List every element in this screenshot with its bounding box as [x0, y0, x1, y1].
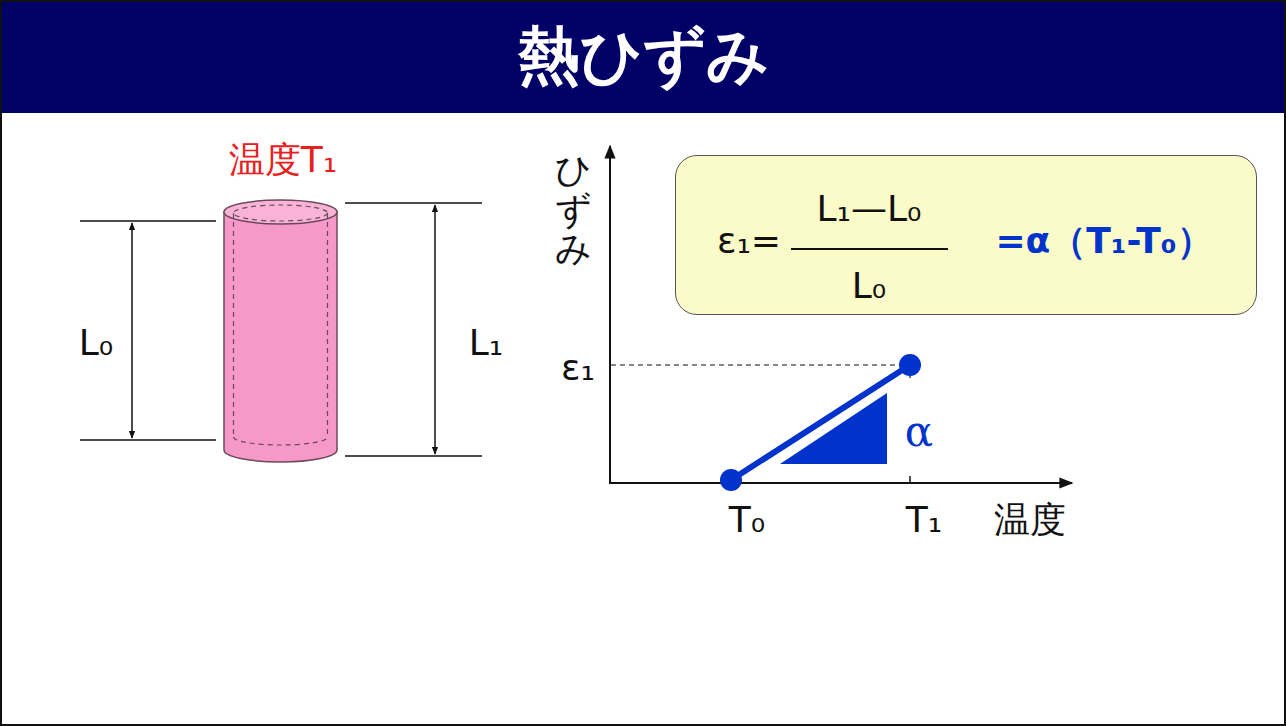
extension-line [80, 439, 216, 441]
data-point [720, 469, 742, 491]
axis-label: 温度 [994, 499, 1066, 540]
axis-value: ε₁ [561, 347, 595, 388]
dimension-arrow [131, 223, 133, 438]
cylinder [224, 200, 337, 462]
x-axis [609, 482, 1072, 484]
extension-line [80, 220, 216, 222]
cylinder-inner-top [234, 205, 328, 221]
dimension-label: L₁ [469, 322, 504, 363]
slope-triangle [780, 393, 887, 464]
dimension-label: L₀ [79, 322, 114, 363]
axis-tick [909, 476, 911, 483]
extension-line [345, 202, 482, 204]
temperature-label: 温度T₁ [229, 139, 337, 180]
axis-value: T₀ [729, 499, 765, 540]
axis-label: ひずみ [555, 150, 591, 269]
cylinder-inner-wall [327, 213, 328, 437]
title: 熱ひずみ [518, 20, 769, 91]
data-point [899, 354, 921, 376]
formula-term: ε₁= [717, 220, 781, 261]
fraction-numerator: L₁—L₀ [817, 188, 922, 229]
y-axis [609, 146, 611, 483]
cylinder-inner-bottom [234, 437, 328, 445]
axis-value: T₁ [906, 499, 942, 540]
extension-line [345, 455, 482, 457]
dimension-arrow [434, 205, 436, 454]
fraction-bar [791, 248, 948, 250]
cylinder-top [224, 200, 337, 224]
guide-line [611, 364, 905, 365]
dimension-l1 [345, 203, 482, 456]
strain-line [731, 365, 910, 480]
cylinder-body [224, 212, 337, 462]
formula-box: ε₁= L₁—L₀ L₀ =α（T₁-T₀） [675, 155, 1257, 315]
fraction-denominator: L₀ [852, 265, 887, 306]
formula-result: =α（T₁-T₀） [995, 220, 1212, 261]
slope-symbol: α [905, 408, 933, 456]
cylinder-inner-wall [233, 213, 234, 437]
